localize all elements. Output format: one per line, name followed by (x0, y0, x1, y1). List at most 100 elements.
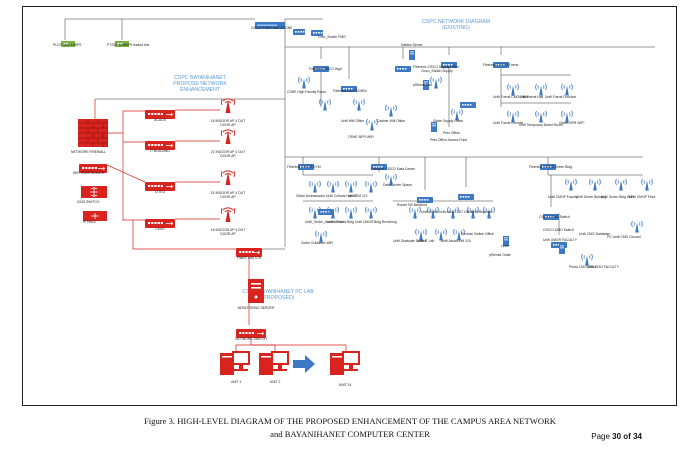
existing-switch-icon (543, 207, 559, 225)
site-switch-label: ACADS (154, 118, 166, 122)
access-point-icon (435, 227, 447, 246)
existing-switch-icon (395, 59, 411, 77)
pc-unit-label: UNIT 2 (269, 380, 281, 384)
access-point-icon (561, 82, 573, 101)
existing-device-label: Unifi Wifi Office (341, 119, 365, 123)
wifi-controller-icon (79, 160, 107, 178)
access-point-icon (385, 103, 397, 122)
existing-device-label: Unifi Graduate School (393, 239, 427, 243)
existing-device-label: Globe Guidance WiFi (301, 241, 334, 245)
existing-device-label: Unifi IT Lab (417, 239, 435, 243)
proposed-wire (106, 164, 146, 183)
existing-device-label: Unifi Repeater (471, 210, 493, 214)
firewall-icon (78, 119, 114, 152)
server-icon (409, 47, 415, 65)
site-switch-label: IT BUILDING (150, 149, 170, 153)
fiber-backbone-switch-icon (255, 16, 285, 34)
pc-lab-title: CSPC BAYANIHANET PC LAB(PROPOSED) (242, 289, 314, 302)
site-ap-label: 21 INDOOR AP 4 OUT DOOR AP (210, 191, 246, 199)
existing-device-label: Unifi Cultural Hall 1E (326, 194, 358, 198)
existing-switch-icon (313, 59, 329, 77)
isp-router-icon (115, 34, 129, 52)
existing-switch-icon (493, 55, 509, 73)
fiber-switch-icon (236, 244, 262, 262)
existing-device-label: OSHE-NPR WIFI (348, 135, 374, 139)
site-switch-icon (145, 106, 175, 124)
existing-device-label: pfSense Bell (413, 83, 433, 87)
proposed-wire (132, 220, 236, 250)
firewall-label: NETWORK FIREWALL (71, 150, 107, 154)
existing-device-label: Fiberbox CISCO Fuerst (483, 63, 519, 67)
existing-device-label: Unifi_Globe_Access Point (305, 220, 345, 224)
access-point-icon (641, 177, 653, 196)
arrow-right-icon (293, 355, 315, 378)
access-point-icon (565, 177, 577, 196)
access-point-icon (298, 75, 310, 94)
existing-device-label: CSHE High Faculty Room (287, 90, 327, 94)
existing-network-title: CSPC NETWORK DIAGRAM(EXISTING) (421, 19, 491, 32)
access-point-icon (319, 97, 331, 116)
existing-device-label: Fiberbox DOCOSHEN (333, 89, 367, 93)
server-icon (503, 233, 509, 251)
figure-caption-line-2: and BAYANIHANET COMPUTER CENTER (270, 429, 430, 439)
existing-device-label: Fiberbox CISCO GYM (287, 165, 321, 169)
access-point-icon (631, 219, 643, 238)
proposed-wire (251, 344, 347, 351)
core-switch-label: Core_Switch FMO (318, 35, 346, 39)
access-point-icon (365, 205, 377, 224)
fiber-switch-label: FIBER SWITCH (236, 256, 262, 260)
existing-switch-icon (458, 187, 474, 205)
site-switch-icon (145, 137, 175, 155)
page-current: 30 (612, 432, 622, 441)
indoor-ap-icon (220, 96, 236, 119)
access-point-icon (315, 229, 327, 248)
indoor-ap-icon (220, 205, 236, 228)
icns-switch-icon (81, 185, 107, 203)
existing-device-label: Fiberbox CISCO Data Center (371, 167, 416, 171)
pc-unit-1-icon (220, 351, 252, 382)
existing-switch-icon (371, 157, 387, 175)
page-prefix: Page (591, 432, 610, 441)
network-switch-label: NETWORK SWITCH (235, 337, 267, 341)
isp-label-pldt: PLDT SME 10BPS (53, 43, 82, 47)
page-of: of (623, 432, 631, 441)
existing-device-label: Unifi Ground Bldg (327, 220, 354, 224)
access-point-icon (415, 227, 427, 246)
access-point-icon (581, 252, 593, 271)
existing-device-label: Unifi CMGR Bldg Receiving (355, 220, 397, 224)
site-ap-label: 16 INDOOR AP 4 OUT DOOR AP (210, 228, 246, 236)
existing-device-label: Data Center Space (383, 183, 412, 187)
access-point-icon (309, 179, 321, 198)
existing-device-label: Cashier Wifi Office (377, 119, 406, 123)
existing-device-label: Cisco_Switch Supply (421, 69, 453, 73)
access-point-icon (561, 109, 573, 128)
ip-pabx-label: IP PABX (83, 220, 96, 224)
core-switch-icon (293, 22, 305, 40)
existing-device-label: Unifi CMOP Faculty (548, 195, 578, 199)
existing-device-label: Pres Office (443, 131, 460, 135)
existing-device-label: Pres Office Access Point (430, 138, 468, 142)
wifi-controller-label: WIFI CONTROLLER (73, 171, 105, 175)
backbone-label: CISCO FIBER BACKBONE (251, 26, 293, 30)
access-point-icon (345, 179, 357, 198)
figure-caption-line-1: Figure 3. HIGH-LEVEL DIAGRAM OF THE PROP… (144, 416, 556, 426)
existing-device-label: Unifi Asus2 1ST Office (439, 210, 473, 214)
access-point-icon (345, 205, 357, 224)
existing-device-label: Globe Supply Office (433, 119, 464, 123)
existing-device-label: Fiberbox CISCO High (309, 67, 342, 71)
connection-lines (64, 18, 655, 351)
existing-device-label: Enclose Switch Office (461, 232, 494, 236)
existing-device-label: Globe-NPR WIFI (559, 121, 585, 125)
pc-unit-label: UNIT 1 (230, 380, 242, 384)
access-point-icon (483, 205, 495, 224)
isp-label-ptset: PTSET 50MBPS leased line (107, 43, 150, 47)
site-ap-label: 16 INDOOR AP 4 OUT DOOR AP (210, 119, 246, 127)
isp-router-icon (61, 34, 75, 52)
page-number: Page 30 of 34 (591, 432, 642, 441)
network-switch-icon (236, 325, 266, 343)
access-point-icon (467, 205, 479, 224)
pc-unit-14-icon (330, 351, 362, 382)
access-point-icon (427, 205, 439, 224)
indoor-ap-icon (220, 168, 236, 191)
existing-switch-icon (460, 95, 476, 113)
